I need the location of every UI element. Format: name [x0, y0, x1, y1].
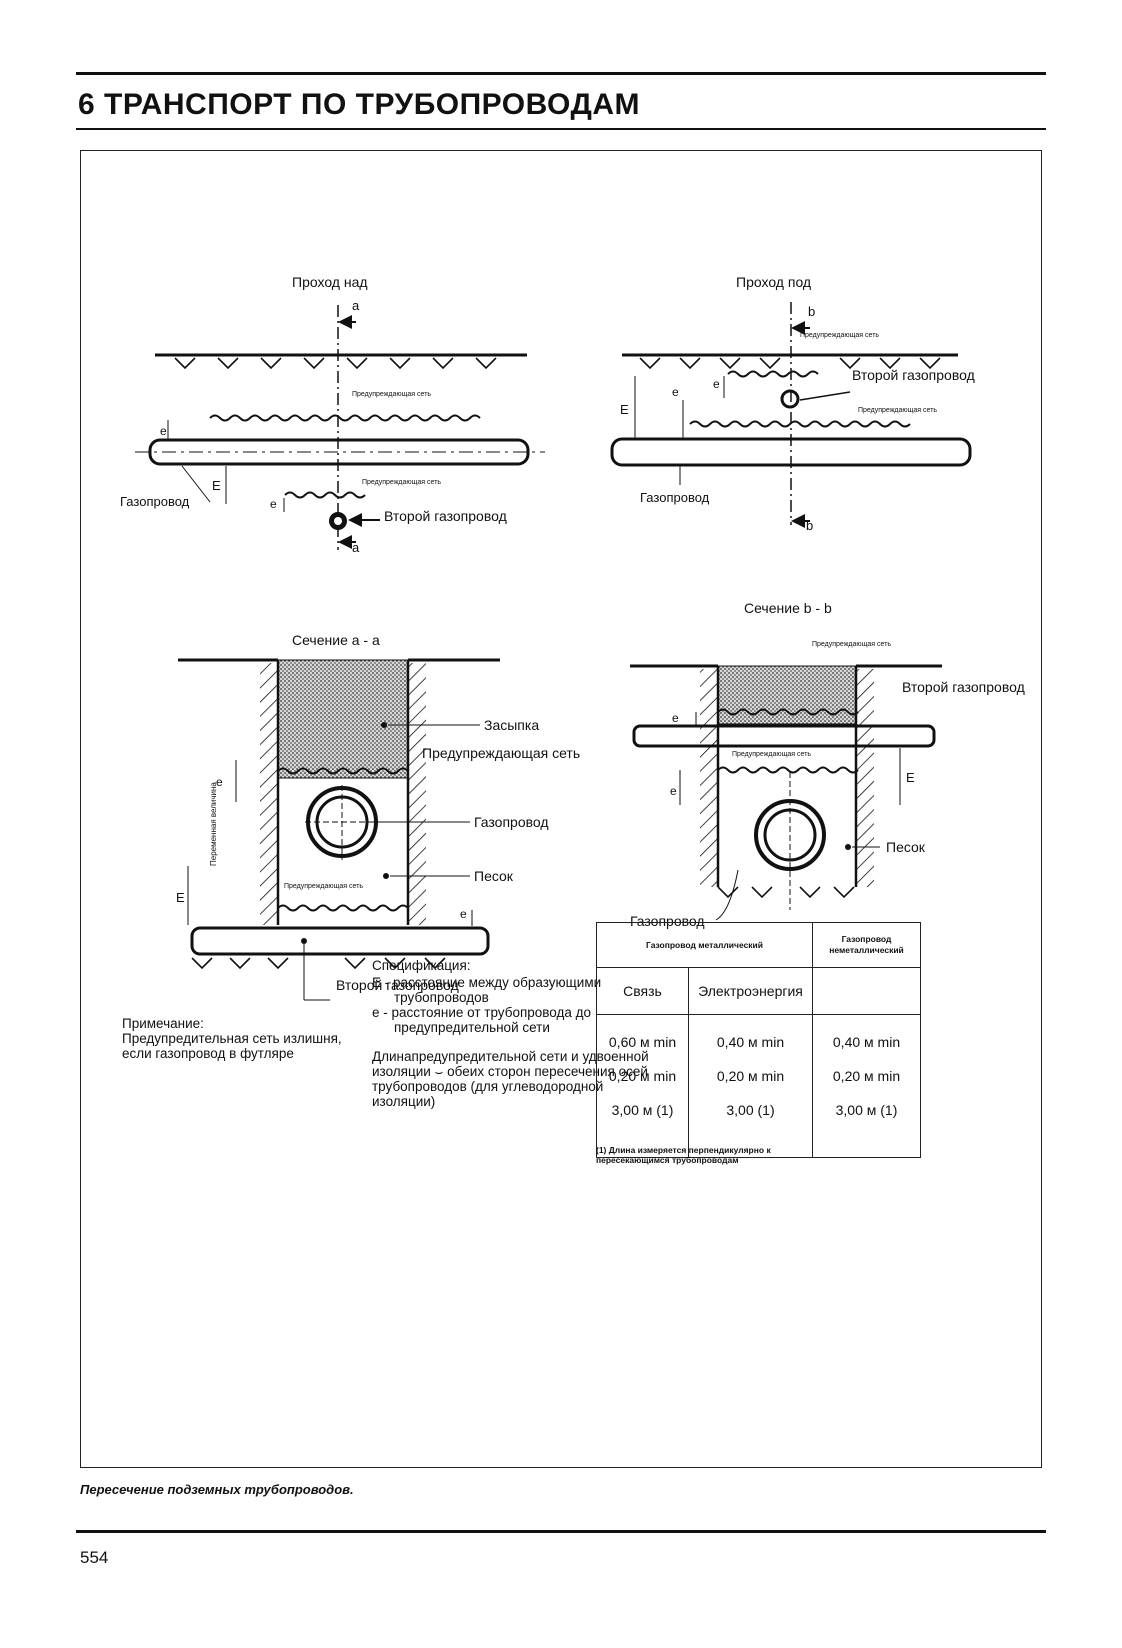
- table-cell: 0,40 м min: [688, 1014, 813, 1059]
- section-aa-variable-size: Переменная величина: [209, 782, 218, 866]
- table-cell: 3,00 (1): [688, 1093, 813, 1127]
- distance-table: Газопровод металлический Газопровод неме…: [596, 922, 921, 1158]
- under-warning-net-top: Предупреждающая сеть: [800, 332, 879, 339]
- table-row: 3,00 м (1) 3,00 (1) 3,00 м (1): [596, 1093, 921, 1127]
- section-aa-sand-label: Песок: [474, 868, 514, 884]
- table-row: [596, 1127, 921, 1158]
- over-warning-net-bottom: Предупреждающая сеть: [362, 479, 441, 486]
- over-dim-e-bottom: e: [270, 497, 277, 511]
- section-aa-drawing: Сечение а - а Засыпка Предупреждающая се…: [176, 632, 580, 1001]
- under-dim-E: E: [620, 402, 629, 417]
- note-block: Примечание: Предупредительная сеть излиш…: [122, 1016, 342, 1061]
- crossing-under-title: Проход под: [736, 274, 811, 290]
- table-cell-blank: [812, 1127, 921, 1158]
- table-cell: 3,00 м (1): [596, 1093, 689, 1127]
- section-bb-warning-net-top: Предупреждающая сеть: [812, 641, 891, 648]
- section-bb-warning-net-inner: Предупреждающая сеть: [732, 751, 811, 758]
- spec-E-definition: E - расстояние между образующими трубопр…: [372, 975, 602, 1005]
- under-second-pipeline-label: Второй газопровод: [852, 367, 975, 383]
- over-dim-e-top: e: [160, 424, 167, 438]
- table-cell: 0,20 м min: [812, 1059, 921, 1093]
- section-aa-backfill-label: Засыпка: [484, 717, 539, 733]
- table-cell-blank: [596, 1127, 689, 1158]
- over-pipeline-label: Газопровод: [120, 494, 190, 509]
- table-col-link: Связь: [596, 967, 689, 1015]
- over-warning-net-top: Предупреждающая сеть: [352, 391, 431, 398]
- table-cell-blank: [688, 1127, 813, 1158]
- section-aa-warning-net-inner: Предупреждающая сеть: [284, 883, 363, 890]
- bottom-rule: [76, 1530, 1046, 1533]
- section-mark-a-top: a: [352, 298, 360, 313]
- section-aa-warning-net-label: Предупреждающая сеть: [422, 745, 580, 761]
- section-bb-title: Сечение b - b: [744, 600, 832, 616]
- under-dim-e-right: e: [713, 377, 720, 391]
- section-mark-a-bottom: a: [352, 540, 360, 555]
- over-second-pipeline-text: Второй газопровод: [384, 508, 507, 524]
- table-cell: 3,00 м (1): [812, 1093, 921, 1127]
- under-pipeline-label: Газопровод: [640, 490, 710, 505]
- table-footnote: (1) Длина измеряется перпендикулярно к п…: [596, 1145, 771, 1165]
- section-bb-dim-E: E: [906, 770, 915, 785]
- table-row: 0,60 м min 0,40 м min 0,40 м min: [596, 1014, 921, 1059]
- crossing-over-title: Проход над: [292, 274, 368, 290]
- section-bb-second-pipeline-label: Второй газопровод: [902, 679, 1025, 695]
- over-dim-E: E: [212, 478, 221, 493]
- crossing-under-drawing: Проход под b Предупреждающая сеть Второй…: [610, 274, 975, 533]
- table-cell: 0,40 м min: [812, 1014, 921, 1059]
- spec-heading: Спецификация:: [372, 958, 471, 973]
- section-aa-second-pipeline-label: Второй газопровод: [336, 977, 459, 993]
- figure-frame: [80, 150, 1042, 1468]
- table-cell: 0,20 м min: [596, 1059, 689, 1093]
- section-bb-dim-e: e: [670, 784, 677, 798]
- top-rule: [76, 72, 1046, 75]
- figure-caption: Пересечение подземных трубопроводов.: [80, 1482, 354, 1497]
- table-col-power: Электроэнергия: [688, 967, 813, 1015]
- over-second-pipeline-label: Второй газопровод: [384, 508, 507, 524]
- crossing-over-drawing: Проход над a Предупреждающая сеть e E Га…: [120, 274, 545, 555]
- section-bb-dim-e-top: e: [672, 711, 679, 725]
- title-rule: [76, 128, 1046, 130]
- section-aa-dim-e: e: [216, 775, 223, 789]
- table-header-row: Газопровод металлический Газопровод неме…: [596, 922, 921, 968]
- table-subheader-row: Связь Электроэнергия: [596, 967, 921, 1015]
- section-aa-title: Сечение а - а: [292, 632, 380, 648]
- table-group-nonmetal: Газопровод неметаллический: [812, 922, 921, 968]
- chapter-title: 6 ТРАНСПОРТ ПО ТРУБОПРОВОДАМ: [78, 88, 641, 121]
- table-col-empty: [812, 967, 921, 1015]
- note-body: Предупредительная сеть излишня, если газ…: [122, 1031, 342, 1061]
- section-aa-dim-e-right: e: [460, 907, 467, 921]
- page-number: 554: [80, 1548, 109, 1567]
- table-cell: 0,20 м min: [688, 1059, 813, 1093]
- note-heading: Примечание:: [122, 1016, 204, 1031]
- section-aa-dim-E: E: [176, 890, 185, 905]
- section-mark-b-bottom: b: [806, 518, 813, 533]
- table-row: 0,20 м min 0,20 м min 0,20 м min: [596, 1059, 921, 1093]
- section-mark-b-top: b: [808, 304, 815, 319]
- spec-length-note: Длинапредупредительной сети и удвоенной …: [372, 1049, 649, 1109]
- spec-e-definition: e - расстояние от трубопровода до предуп…: [372, 1005, 592, 1035]
- table-group-metal: Газопровод металлический: [596, 922, 813, 968]
- under-warning-net-bottom: Предупреждающая сеть: [858, 407, 937, 414]
- section-aa-pipeline-label: Газопровод: [474, 814, 549, 830]
- section-bb-sand-label: Песок: [886, 839, 926, 855]
- specification-block: Спецификация: E - расстояние между образ…: [372, 958, 652, 1109]
- table-cell: 0,60 м min: [596, 1014, 689, 1059]
- under-dim-e-left: e: [672, 385, 679, 399]
- section-bb-drawing: Сечение b - b Предупреждающая сеть Второ…: [630, 600, 1025, 929]
